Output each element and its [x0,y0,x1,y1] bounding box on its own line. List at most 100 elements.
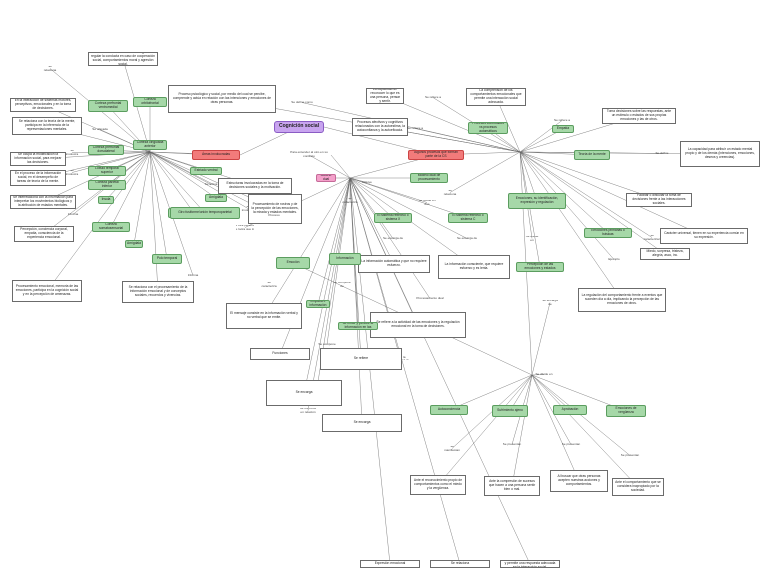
concept-node-amigdala[interactable]: Amígdala [205,194,227,202]
concept-node-informacion[interactable]: Información [329,253,361,265]
concept-node-la-regulacion-del-comportamiento-frente-[interactable]: La regulación del comportamiento frente … [578,288,666,312]
concept-node-emociones-primarias-o-basicas[interactable]: Emociones primarias o básicas [584,228,632,238]
concept-node-procesamiento-emocional-memoria-de-las-e[interactable]: Procesamiento emocional, memoria de las … [12,280,82,302]
concept-node-corteza-orbitofrontal[interactable]: Corteza orbitofrontal [133,97,167,107]
node-text: Se compone de [333,282,350,287]
concept-node-corteza-prefrontal-ventromedial[interactable]: Corteza prefrontal ventromedial [88,100,128,112]
concept-node-la-capacidad-para-atribuir-un-estado-men[interactable]: La capacidad para atribuir un estado men… [680,141,760,167]
node-text: Áreas involucradas [201,152,231,157]
concept-node-se-interrelaciona-con-la-informacion-par[interactable]: Se interrelaciona con la información par… [10,195,76,209]
concept-node-lobulo-temporal-superior[interactable]: Lóbulo temporal superior [88,166,126,176]
concept-node-corteza-parietal-inferior[interactable]: Corteza parietal inferior [88,180,126,190]
link-label-procesar-la-informacion-de-los-otros-en-: Procesar la información de los otros en … [298,408,318,413]
concept-node-al-buscar-que-otras-personas-acepten-nue[interactable]: Al buscar que otras personas acepten nue… [550,470,608,492]
node-text: Se refiere a la forma de emitir y percib… [342,322,374,329]
concept-node-percepcion-de-las-emociones-y-estados[interactable]: Percepción de las emociones y estados [516,262,564,272]
concept-node-toma-decisiones-sobre-las-respuestas-ant[interactable]: Toma decisiones sobre las respuestas, an… [602,108,676,124]
concept-node-funciones[interactable]: Funciones [250,348,310,360]
concept-node-sufrimiento-ajeno[interactable]: Sufrimiento ajeno [492,405,528,417]
concept-node-modelo-dual-de-procesamiento[interactable]: Modelo dual de procesamiento [410,173,448,183]
concept-node-emociones-de-verguenza[interactable]: Emociones de vergüenza [606,405,646,417]
concept-node-en-el-proceso-de-la-informacion-social-e[interactable]: En el proceso de la información social, … [10,170,66,186]
node-text: Miedo, sorpresa, tristeza, alegría, asco… [646,249,684,257]
concept-node-procesos-controlados-vs-procesos-automat[interactable]: Procesos controlados vs procesos automát… [468,122,508,134]
concept-node-percepcion-conciencia-corporal-empatia-c[interactable]: Percepción, conciencia corporal, empatía… [14,226,74,242]
connector-line [519,151,653,238]
concept-node-el-sistema-reflexivo-o-sistema-x[interactable]: El sistema reflexivo o sistema X [374,213,412,223]
concept-node-modelo-dual[interactable]: Modelo dual [316,174,336,182]
concept-node-la-informacion-consciente-que-requiere-e[interactable]: La información consciente, que requiere … [438,255,510,279]
node-text: La regulación del comportamiento frente … [581,293,663,305]
concept-node-ante-el-reconocimiento-propio-de-comport[interactable]: Ante el reconocimiento propio de comport… [410,475,466,495]
concept-node-algunos-procesos-que-forman-parte-de-la-[interactable]: Algunos procesos que forman parte de la … [408,150,464,160]
concept-node-polo-temporal[interactable]: Polo temporal [152,254,182,264]
concept-node-se-encarga[interactable]: Se encarga [322,414,402,432]
connector-line [46,151,151,292]
concept-node-la-informacion-automatica-y-que-no-requi[interactable]: La información automática y que no requi… [358,255,430,273]
link-label-informa: Informa [183,273,203,278]
concept-node-procesos-afectivos-y-cognitivos-relacion[interactable]: Procesos afectivos y cognitivos relacion… [352,118,408,136]
concept-node-el-mensaje-consiste-en-la-informacion-ve[interactable]: El mensaje consiste en la información ve… [226,303,302,329]
concept-node-proceso-psicologico-y-social-por-medio-d[interactable]: Proceso psicológico y social, por medio … [168,85,276,113]
concept-node-caracter-universal-tienen-en-su-experien[interactable]: Carácter universal, tienen en su experie… [660,228,748,244]
node-text: La comprensión de los comportamientos em… [470,88,522,104]
concept-node-corteza-prefrontal-dorsolateral[interactable]: Corteza prefrontal dorsolateral [88,145,124,155]
concept-node-se-encarga[interactable]: Se encarga [266,380,342,406]
concept-node-la-capacidad-de-reconocer-lo-que-es-una-[interactable]: La capacidad de reconocer lo que es una … [366,88,404,104]
concept-node-emociones-su-identificacion-expresion-y-[interactable]: Emociones, su identificación, expresión … [508,193,566,209]
concept-node-estriado-ventral[interactable]: Estriado ventral [190,167,222,175]
central-concept-node[interactable]: Cognición social [274,121,324,133]
link-label-se-involucra: Se involucra [62,150,82,155]
connector-line [149,151,249,209]
concept-node-procesamiento-de-rostros-y-de-la-percepc[interactable]: Procesamiento de rostros y de la percepc… [248,194,302,224]
concept-node-emocion[interactable]: Emoción [276,257,310,269]
concept-node-miedo-sorpresa-tristeza-alegria-asco-ira[interactable]: Miedo, sorpresa, tristeza, alegría, asco… [640,248,690,260]
concept-node-autoconciencia[interactable]: Autoconciencia [430,405,468,415]
concept-node-se-refiere-a-la-actividad-de-las-emocion[interactable]: Se refiere a la actividad de las emocion… [370,312,466,338]
node-text: Proceso psicológico y social, por medio … [172,92,272,104]
concept-node-ante-la-compresion-de-sucesos-que-hacen-[interactable]: Ante la compresión de sucesos que hacen … [484,476,540,496]
concept-node-empatia-e-informacion[interactable]: Empatía e información [306,300,330,308]
node-text: Se caracteriza [261,282,277,287]
concept-node-empatia[interactable]: Empatía [552,125,574,133]
connector-line [531,302,551,376]
node-text: Polo temporal [156,256,178,261]
concept-node-corteza-somatosensorial[interactable]: Corteza somatosensorial [92,222,130,232]
connector-line [149,151,195,214]
concept-node-aprobacion[interactable]: Aprobación [553,405,587,415]
concept-node-se-relaciona[interactable]: Se relaciona [430,560,490,568]
concept-node-teoria-de-la-mente[interactable]: Teoría de la mente [574,150,610,160]
concept-node-estructuras-involucradas-en-la-toma-de-d[interactable]: Estructuras involucradas en la toma de d… [218,178,292,194]
connector-line [531,374,631,456]
concept-node-facilitar-o-dificultar-la-toma-de-decisi[interactable]: Facilitar o dificultar la toma de decisi… [626,193,692,207]
concept-node-se-refiere[interactable]: Se refiere [320,348,402,370]
concept-node-se-relaciona-con-el-procesamiento-de-la-[interactable]: Se relaciona con el procesamiento de la … [122,281,194,303]
concept-node-la-comprension-de-los-comportamientos-em[interactable]: La comprensión de los comportamientos em… [466,88,526,106]
node-text: La corteza orbitofrontal es encargar de … [91,52,155,66]
concept-node-en-la-interaccion-de-sistemas-motores-pe[interactable]: En la interacción de sistemas motores, p… [10,98,76,112]
concept-node-areas-involucradas[interactable]: Áreas involucradas [192,150,240,160]
link-label-se-refiere-a: Se refiere a [405,126,425,131]
concept-node-se-relaciona-con-la-teoria-de-la-mente-p[interactable]: Se relaciona con la teoría de la mente, … [12,117,82,135]
concept-node-la-empatia-favorece-la-comprension-y-per[interactable]: La empatía favorece la comprensión y per… [500,560,560,568]
connector-line [531,374,639,488]
concept-node-amigdala[interactable]: Amígdala [125,240,143,248]
connector-line [349,177,461,565]
node-text: Sufrimiento ajeno [497,408,523,413]
concept-node-expresion-emocional[interactable]: Expresión emocional [360,560,420,568]
concept-node-corteza-cingulada-anterior[interactable]: Corteza cingulada anterior [133,140,167,150]
concept-node-ante-el-comportamiento-que-se-considera-[interactable]: Ante el comportamiento que se considera … [612,478,664,496]
link-label-se-ubicada: Se ubicada [90,127,110,132]
concept-node-se-refiere-a-la-forma-de-emitir-y-percib[interactable]: Se refiere a la forma de emitir y percib… [338,322,378,330]
node-text: Se divide en [526,236,539,241]
concept-node-giro-fusiforme-union-temporoparietal[interactable]: Giro fusiforme/unión temporoparietal [170,207,240,219]
concept-node-el-sistema-reflexivo-o-sistema-c[interactable]: El sistema reflexivo o sistema C [448,213,488,223]
concept-node-se-ocupa-la-modificacion-la-informacion-[interactable]: Se ocupa la modificación la información … [10,152,66,166]
node-text: Se relaciona [443,190,457,195]
concept-node-insula[interactable]: Ínsula [98,196,114,204]
node-text: Se encarga [295,390,313,395]
connector-line [448,374,533,411]
connector-line [349,177,531,565]
concept-node-la-corteza-orbitofrontal-es-encargar-de-[interactable]: La corteza orbitofrontal es encargar de … [88,52,158,66]
node-text: Ejemplo [608,257,620,261]
